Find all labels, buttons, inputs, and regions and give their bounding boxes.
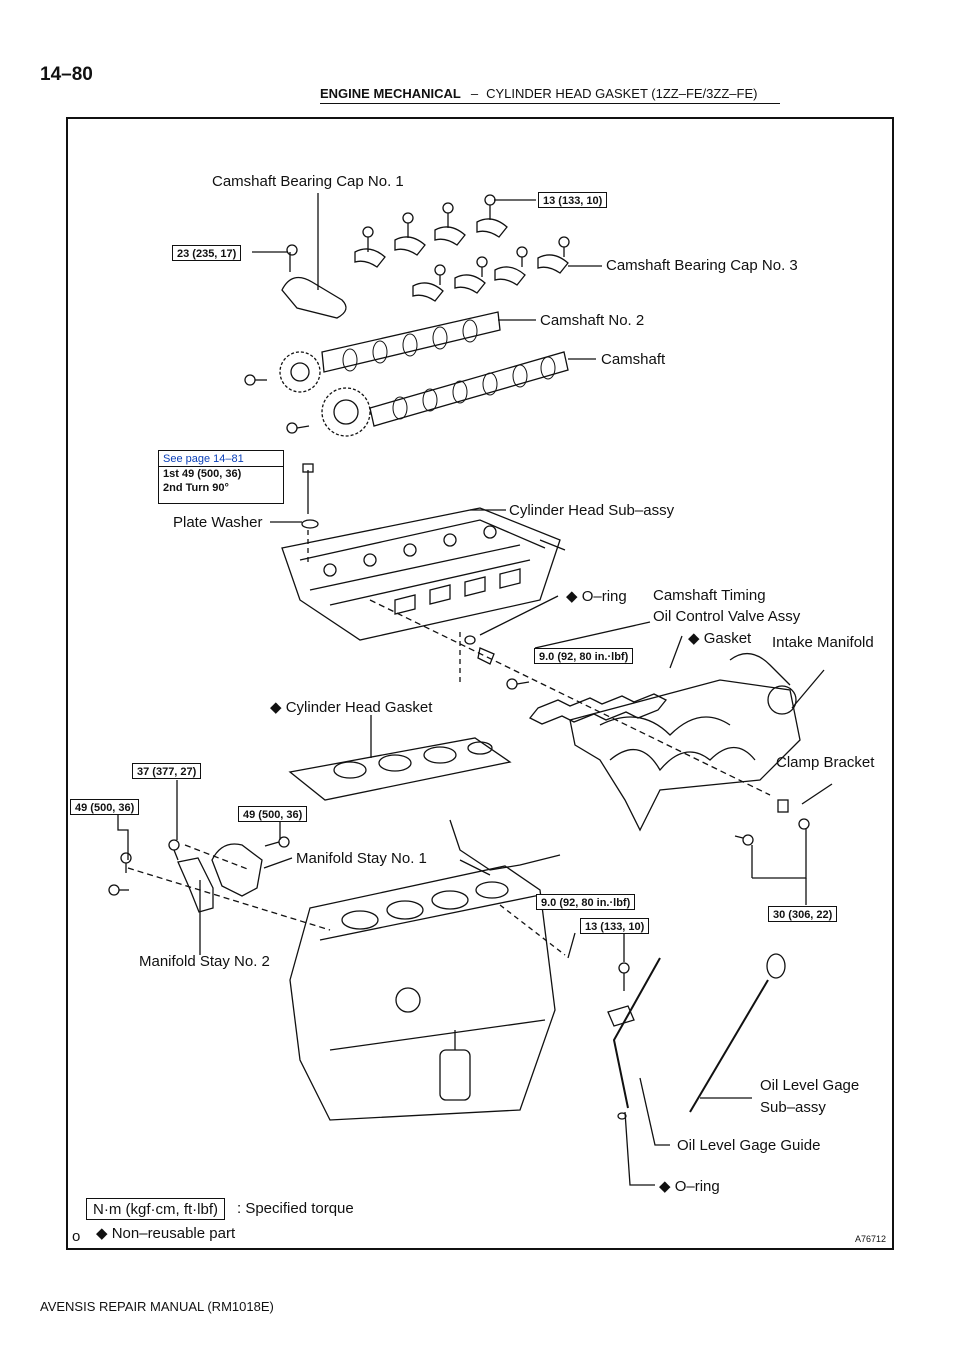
page-footer: AVENSIS REPAIR MANUAL (RM1018E) xyxy=(40,1299,274,1314)
bearing-caps xyxy=(281,194,570,319)
intake-manifold xyxy=(569,653,810,846)
torque-13-caps: 13 (133, 10) xyxy=(538,192,608,208)
label-cylinder-head-gasket: ◆ Cylinder Head Gasket xyxy=(270,699,433,716)
torque-9-ocv: 9.0 (92, 80 in.·lbf) xyxy=(534,648,634,664)
label-camshaft: Camshaft xyxy=(601,351,666,368)
torque-37: 37 (377, 27) xyxy=(132,763,202,779)
see-page-link[interactable]: See page 14–81 xyxy=(159,451,283,467)
torque-49-stay: 49 (500, 36) xyxy=(238,806,308,822)
camshafts xyxy=(244,311,569,437)
figure-code: A76712 xyxy=(855,1234,887,1244)
head-bolt-spec-box: See page 14–81 1st 49 (500, 36) 2nd Turn… xyxy=(158,450,284,504)
torque-30: 30 (306, 22) xyxy=(768,906,838,922)
label-o-ring-guide: ◆ O–ring xyxy=(659,1178,720,1195)
label-ocv-line-1: Camshaft Timing xyxy=(653,587,766,604)
legend-marker: o xyxy=(72,1228,81,1245)
label-gasket: ◆ Gasket xyxy=(688,630,752,647)
legend-unit-description: : Specified torque xyxy=(237,1200,354,1217)
section-title: ENGINE MECHANICAL xyxy=(320,86,461,101)
cylinder-head xyxy=(281,507,566,641)
label-plate-washer: Plate Washer xyxy=(173,514,263,531)
label-ocv-line-2: Oil Control Valve Assy xyxy=(653,608,801,625)
header-rule xyxy=(320,103,780,104)
label-camshaft-bearing-cap-1: Camshaft Bearing Cap No. 1 xyxy=(212,173,404,190)
label-oil-level-gage-1: Oil Level Gage xyxy=(760,1077,860,1094)
label-camshaft-bearing-cap-3: Camshaft Bearing Cap No. 3 xyxy=(606,257,798,274)
torque-23: 23 (235, 17) xyxy=(172,245,242,261)
header-separator: – xyxy=(470,86,479,101)
torque-13-guide: 13 (133, 10) xyxy=(580,918,650,934)
page-header: ENGINE MECHANICAL–CYLINDER HEAD GASKET (… xyxy=(320,86,757,101)
label-camshaft-no-2: Camshaft No. 2 xyxy=(540,312,645,329)
legend-unit-box: N·m (kgf·cm, ft·lbf) xyxy=(86,1198,225,1220)
label-manifold-stay-2: Manifold Stay No. 2 xyxy=(139,953,270,970)
torque-9-block: 9.0 (92, 80 in.·lbf) xyxy=(536,894,636,910)
page-number: 14–80 xyxy=(40,64,93,85)
label-oil-level-gage-guide: Oil Level Gage Guide xyxy=(677,1137,821,1154)
legend-nonreusable: ◆ Non–reusable part xyxy=(96,1225,236,1242)
label-o-ring-ocv: ◆ O–ring xyxy=(566,588,627,605)
label-oil-level-gage-2: Sub–assy xyxy=(760,1099,826,1116)
spec-second-step: 2nd Turn 90° xyxy=(163,482,229,494)
head-gasket xyxy=(288,737,512,801)
torque-49-left: 49 (500, 36) xyxy=(70,799,140,815)
label-cylinder-head: Cylinder Head Sub–assy xyxy=(509,502,675,519)
manifold-stays xyxy=(108,836,290,913)
cylinder-block xyxy=(289,819,561,1121)
label-manifold-stay-1: Manifold Stay No. 1 xyxy=(296,850,427,867)
label-clamp-bracket: Clamp Bracket xyxy=(776,754,875,771)
spec-first-step: 1st 49 (500, 36) xyxy=(163,468,242,480)
figure-frame xyxy=(66,117,894,1250)
label-intake-manifold: Intake Manifold xyxy=(772,634,874,651)
subsection-title: CYLINDER HEAD GASKET (1ZZ–FE/3ZZ–FE) xyxy=(486,86,758,101)
